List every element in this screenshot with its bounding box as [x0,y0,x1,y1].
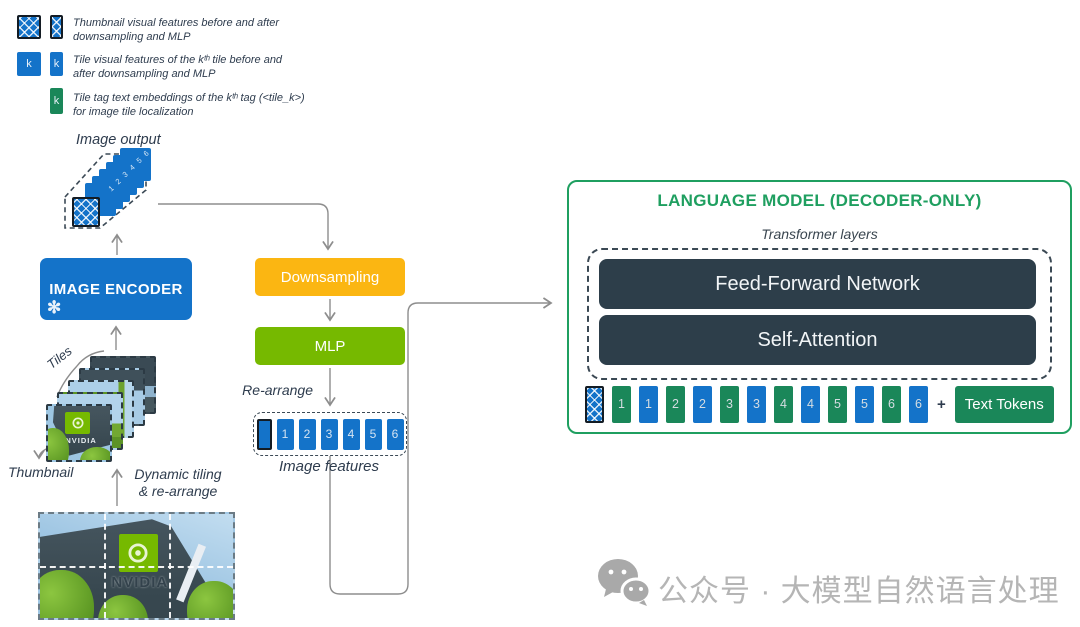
mini-tree-right [80,446,110,460]
tile-tag-token-2: 2 [666,385,685,423]
tile-grid-line [40,566,233,568]
tile-visual-token-6: 6 [909,385,928,423]
mlp-box: MLP [255,327,405,365]
dynamic-tiling-label: Dynamic tiling& re-arrange [134,466,222,499]
frozen-snowflake-icon: ✻ [47,298,62,317]
rearrange-label: Re-arrange [242,382,313,398]
feature-tile-4: 4 [342,418,360,450]
legend-thumbnail-swatch-before [17,15,41,39]
wechat-icon [598,559,652,606]
image-encoder-label: IMAGE ENCODER [49,280,183,298]
language-model-title: LANGUAGE MODEL (DECODER-ONLY) [657,191,982,210]
feature-tile-2: 2 [298,418,316,450]
legend-item-tag: Tile tag text embeddings of the kᵗʰ tag … [73,92,305,118]
feature-tile-5: 5 [364,418,382,450]
language-model-box: LANGUAGE MODEL (DECODER-ONLY) Transforme… [567,180,1072,434]
nvidia-logo-icon [65,412,91,435]
input-image: NVIDIA [38,512,235,620]
thumbnail-label: Thumbnail [8,464,74,480]
tiles-label: Tiles [44,343,75,372]
mini-brand-text: NVIDIA [65,436,97,446]
legend-item-tile: Tile visual features of the kᵗʰ tile bef… [73,54,283,80]
thumbnail-token [585,385,604,423]
nvidia-logo-icon [119,533,158,573]
brand-text: NVIDIA [111,574,169,592]
legend-item-thumbnail: Thumbnail visual features before and aft… [73,17,280,43]
legend-tile-swatch-before: k [17,52,41,76]
legend-thumbnail-swatch-after [50,15,63,39]
mlp-label: MLP [314,337,346,355]
text-tokens-box: Text Tokens [954,385,1054,423]
image-encoder-box: IMAGE ENCODER ✻ [40,258,192,320]
tile-tag-token-5: 5 [828,385,847,423]
image-output-label: Image output [76,132,161,148]
transformer-layers-outline [587,248,1052,380]
tile-visual-token-4: 4 [801,385,820,423]
self-attention-box: Self-Attention [599,315,1036,365]
tile-tag-token-6: 6 [882,385,901,423]
feature-tile-3: 3 [320,418,338,450]
legend-tag-swatch: k [50,88,63,114]
image-features-label: Image features [278,458,380,475]
feature-tile-1: 1 [276,418,294,450]
tile-visual-token-2: 2 [693,385,712,423]
tile-tag-token-1: 1 [612,385,631,423]
transformer-layers-label: Transformer layers [761,226,878,242]
tile-visual-token-5: 5 [855,385,874,423]
photo-tile-1: NVIDIA [46,404,112,462]
tree-middle [97,595,149,618]
thumbnail-feature-tile [72,197,100,227]
plus-sign: + [937,395,946,413]
watermark-text: 公众号 · 大模型自然语言处理 [658,575,1060,608]
tile-visual-token-1: 1 [639,385,658,423]
thumbnail-feature-tile-small [256,418,272,450]
tile-tag-token-3: 3 [720,385,739,423]
tile-visual-token-3: 3 [747,385,766,423]
downsampling-label: Downsampling [280,268,380,286]
feature-tile-6: 6 [386,418,404,450]
tile-tag-token-4: 4 [774,385,793,423]
ffn-box: Feed-Forward Network [599,259,1036,309]
downsampling-box: Downsampling [255,258,405,296]
legend-tile-swatch-after: k [50,52,63,76]
